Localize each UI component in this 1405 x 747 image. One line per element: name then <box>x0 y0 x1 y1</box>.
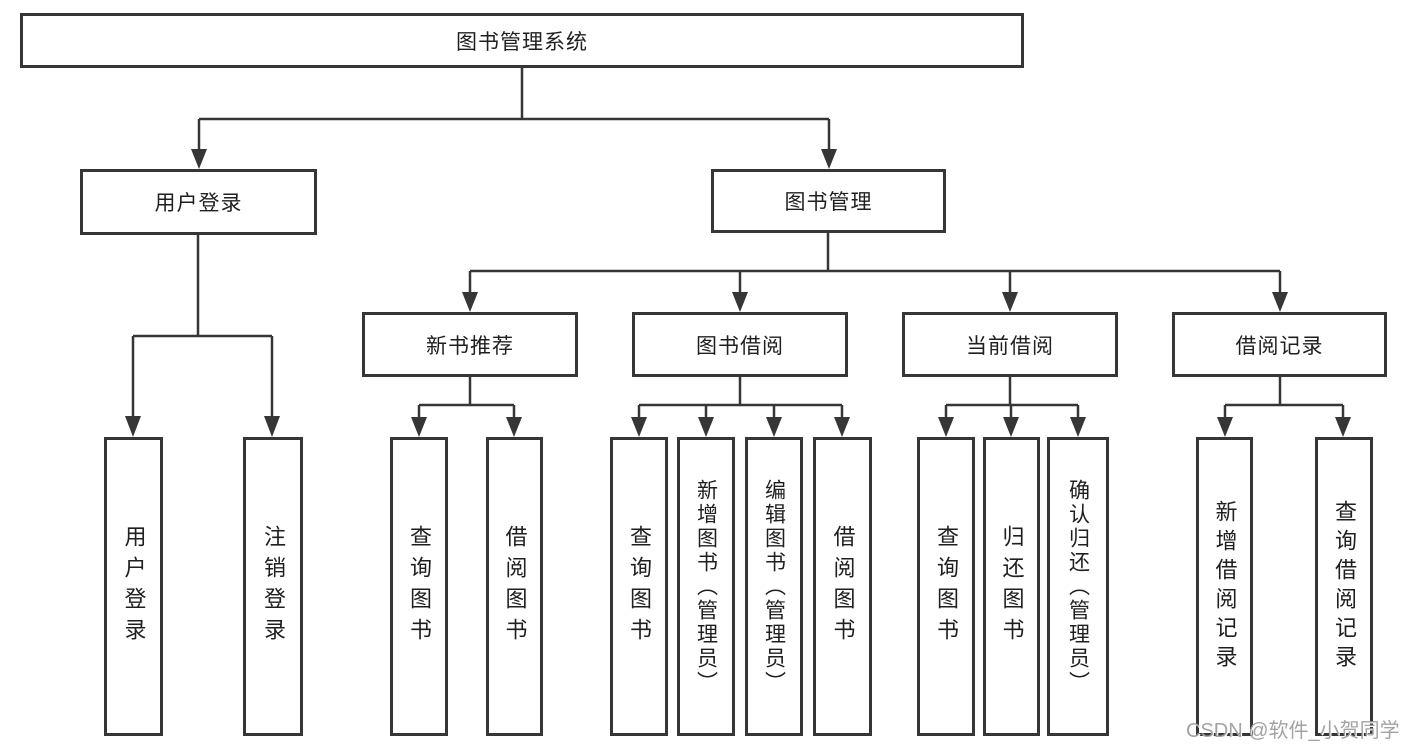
leaf-logout: 注销登录 <box>243 437 303 736</box>
node-user-login: 用户登录 <box>80 169 317 235</box>
leaf-label: 归还图书 <box>999 524 1025 649</box>
csdn-watermark: CSDN @软件_小贺同学 <box>1186 720 1400 742</box>
node-book-borrowing: 图书借阅 <box>632 312 848 377</box>
node-label: 新书推荐 <box>426 334 514 358</box>
leaf-return-books: 归还图书 <box>983 437 1040 736</box>
leaf-label: 借阅图书 <box>830 524 856 649</box>
leaf-query-books-current: 查询图书 <box>917 437 975 736</box>
leaf-label: 查询借阅记录 <box>1332 499 1357 674</box>
leaf-edit-books-admin: 编辑图书（管理员） <box>745 437 803 736</box>
leaf-borrow-books-borrowing: 借阅图书 <box>813 437 872 736</box>
node-label: 当前借阅 <box>966 334 1054 358</box>
leaf-query-books-borrowing: 查询图书 <box>610 437 668 736</box>
leaf-label: 新增图书（管理员） <box>694 478 718 695</box>
leaf-query-borrowing-record: 查询借阅记录 <box>1315 437 1373 736</box>
leaf-label: 查询图书 <box>934 524 959 649</box>
leaf-label: 注销登录 <box>261 524 286 649</box>
leaf-add-borrowing-record: 新增借阅记录 <box>1196 437 1253 736</box>
leaf-label: 编辑图书（管理员） <box>762 478 786 695</box>
node-new-book-recommendation: 新书推荐 <box>362 312 578 377</box>
node-library-management-system: 图书管理系统 <box>20 13 1024 68</box>
leaf-user-login: 用户登录 <box>104 437 163 736</box>
leaf-label: 查询图书 <box>627 524 652 649</box>
leaf-borrow-books-newbook: 借阅图书 <box>486 437 543 736</box>
node-book-management: 图书管理 <box>711 169 946 233</box>
leaf-label: 查询图书 <box>407 524 432 649</box>
leaf-label: 确认归还（管理员） <box>1066 478 1090 695</box>
node-label: 图书管理系统 <box>456 30 588 54</box>
leaf-label: 用户登录 <box>121 524 147 649</box>
node-label: 图书管理 <box>784 191 873 214</box>
leaf-query-books-newbook: 查询图书 <box>390 437 448 736</box>
node-label: 用户登录 <box>154 192 243 215</box>
leaf-confirm-return-admin: 确认归还（管理员） <box>1047 437 1109 736</box>
node-current-borrowing: 当前借阅 <box>902 312 1118 377</box>
leaf-add-books-admin: 新增图书（管理员） <box>677 437 735 736</box>
node-label: 借阅记录 <box>1235 334 1324 358</box>
leaf-label: 借阅图书 <box>502 524 528 649</box>
leaf-label: 新增借阅记录 <box>1212 499 1238 674</box>
node-borrowing-records: 借阅记录 <box>1172 312 1387 377</box>
node-label: 图书借阅 <box>696 334 784 358</box>
